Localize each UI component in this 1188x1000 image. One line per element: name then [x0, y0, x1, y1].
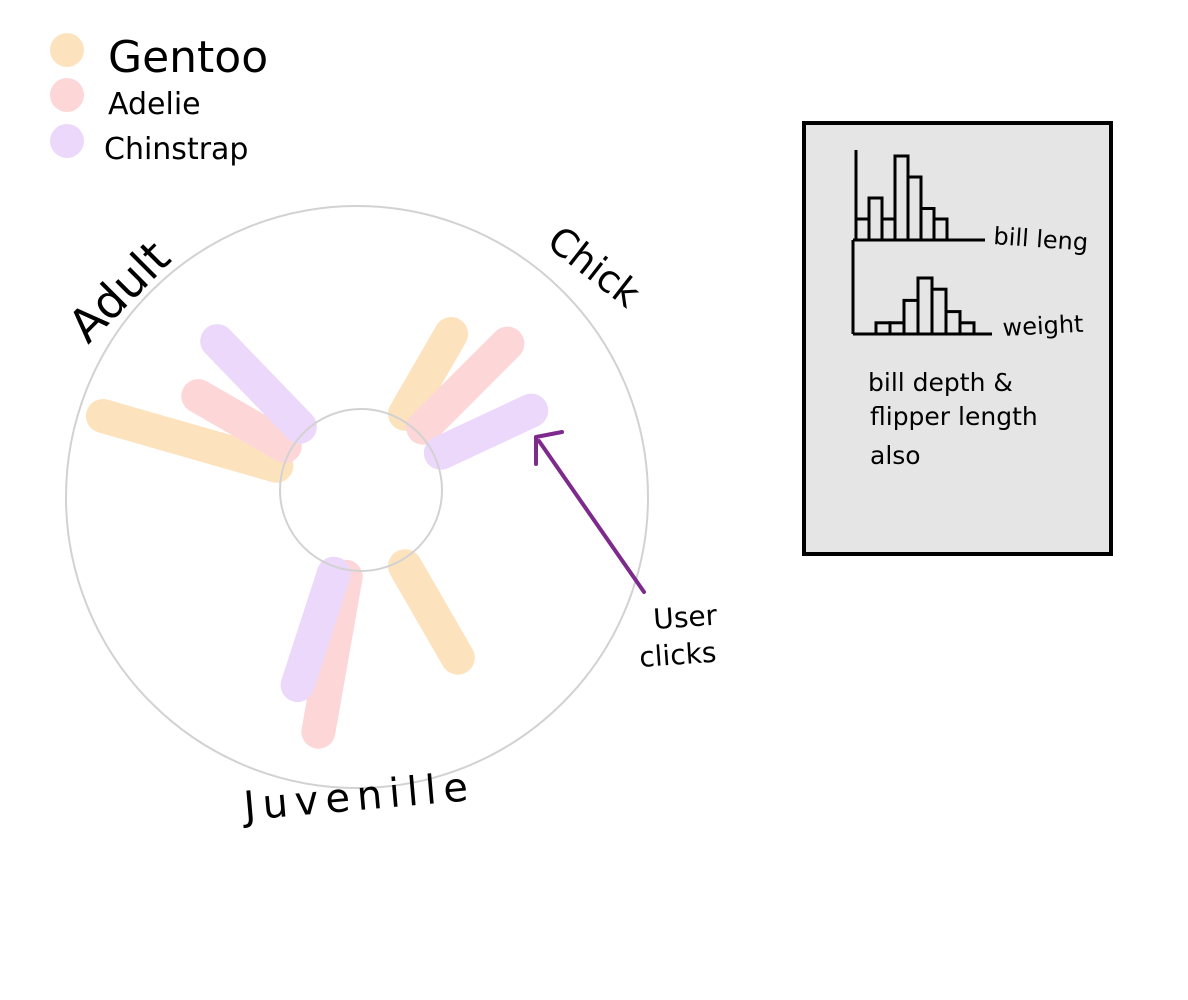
annotation-text-user: User — [652, 599, 718, 636]
bar-chick-gentoo[interactable] — [388, 317, 469, 431]
bar-adult-gentoo[interactable] — [85, 399, 294, 483]
annotation-text-clicks: clicks — [638, 636, 717, 674]
legend-swatch-adelie — [50, 78, 84, 112]
legend-swatch-chinstrap — [50, 124, 84, 158]
legend-label-gentoo: Gentoo — [108, 32, 268, 83]
histogram-weight-bar — [958, 321, 976, 336]
legend-swatch-gentoo — [50, 33, 84, 67]
panel-note-line-2: flipper length — [870, 402, 1038, 431]
legend: Gentoo Adelie Chinstrap — [50, 32, 268, 167]
detail-panel-frame — [802, 121, 1113, 556]
histogram-bill-length-label: bill leng — [993, 222, 1089, 257]
annotation-arrow-shaft — [537, 439, 646, 594]
legend-label-adelie: Adelie — [108, 87, 201, 122]
histogram-weight-label: weight — [1002, 310, 1084, 342]
bar-chick-adelie[interactable] — [406, 326, 525, 445]
bar-chick-chinstrap[interactable] — [423, 393, 549, 470]
detail-panel: bill leng weight bill depth & flipper le… — [802, 121, 1113, 556]
panel-note-line-1: bill depth & — [868, 368, 1013, 397]
histogram-bill-length-bar — [932, 217, 949, 242]
group-label-adult: Adult — [58, 230, 181, 353]
bar-juvenille-chinstrap[interactable] — [280, 556, 351, 703]
radial-bars — [85, 317, 549, 749]
annotation-arrow-head — [534, 430, 564, 466]
panel-note-line-3: also — [870, 441, 921, 470]
inner-ring — [279, 408, 443, 572]
group-label-juvenile: Juvenille — [239, 764, 477, 830]
user-click-annotation: User clicks — [534, 430, 719, 674]
bar-adult-adelie[interactable] — [181, 379, 302, 463]
radial-chart: Adult Chick Juvenille — [58, 205, 649, 830]
outer-ring — [65, 205, 649, 789]
bar-adult-chinstrap[interactable] — [200, 324, 317, 444]
group-label-chick: Chick — [539, 217, 648, 316]
legend-label-chinstrap: Chinstrap — [104, 132, 248, 167]
histogram-weight: weight — [851, 240, 1084, 342]
bar-juvenille-gentoo[interactable] — [388, 549, 475, 675]
histogram-bill-length: bill leng — [853, 150, 1089, 257]
